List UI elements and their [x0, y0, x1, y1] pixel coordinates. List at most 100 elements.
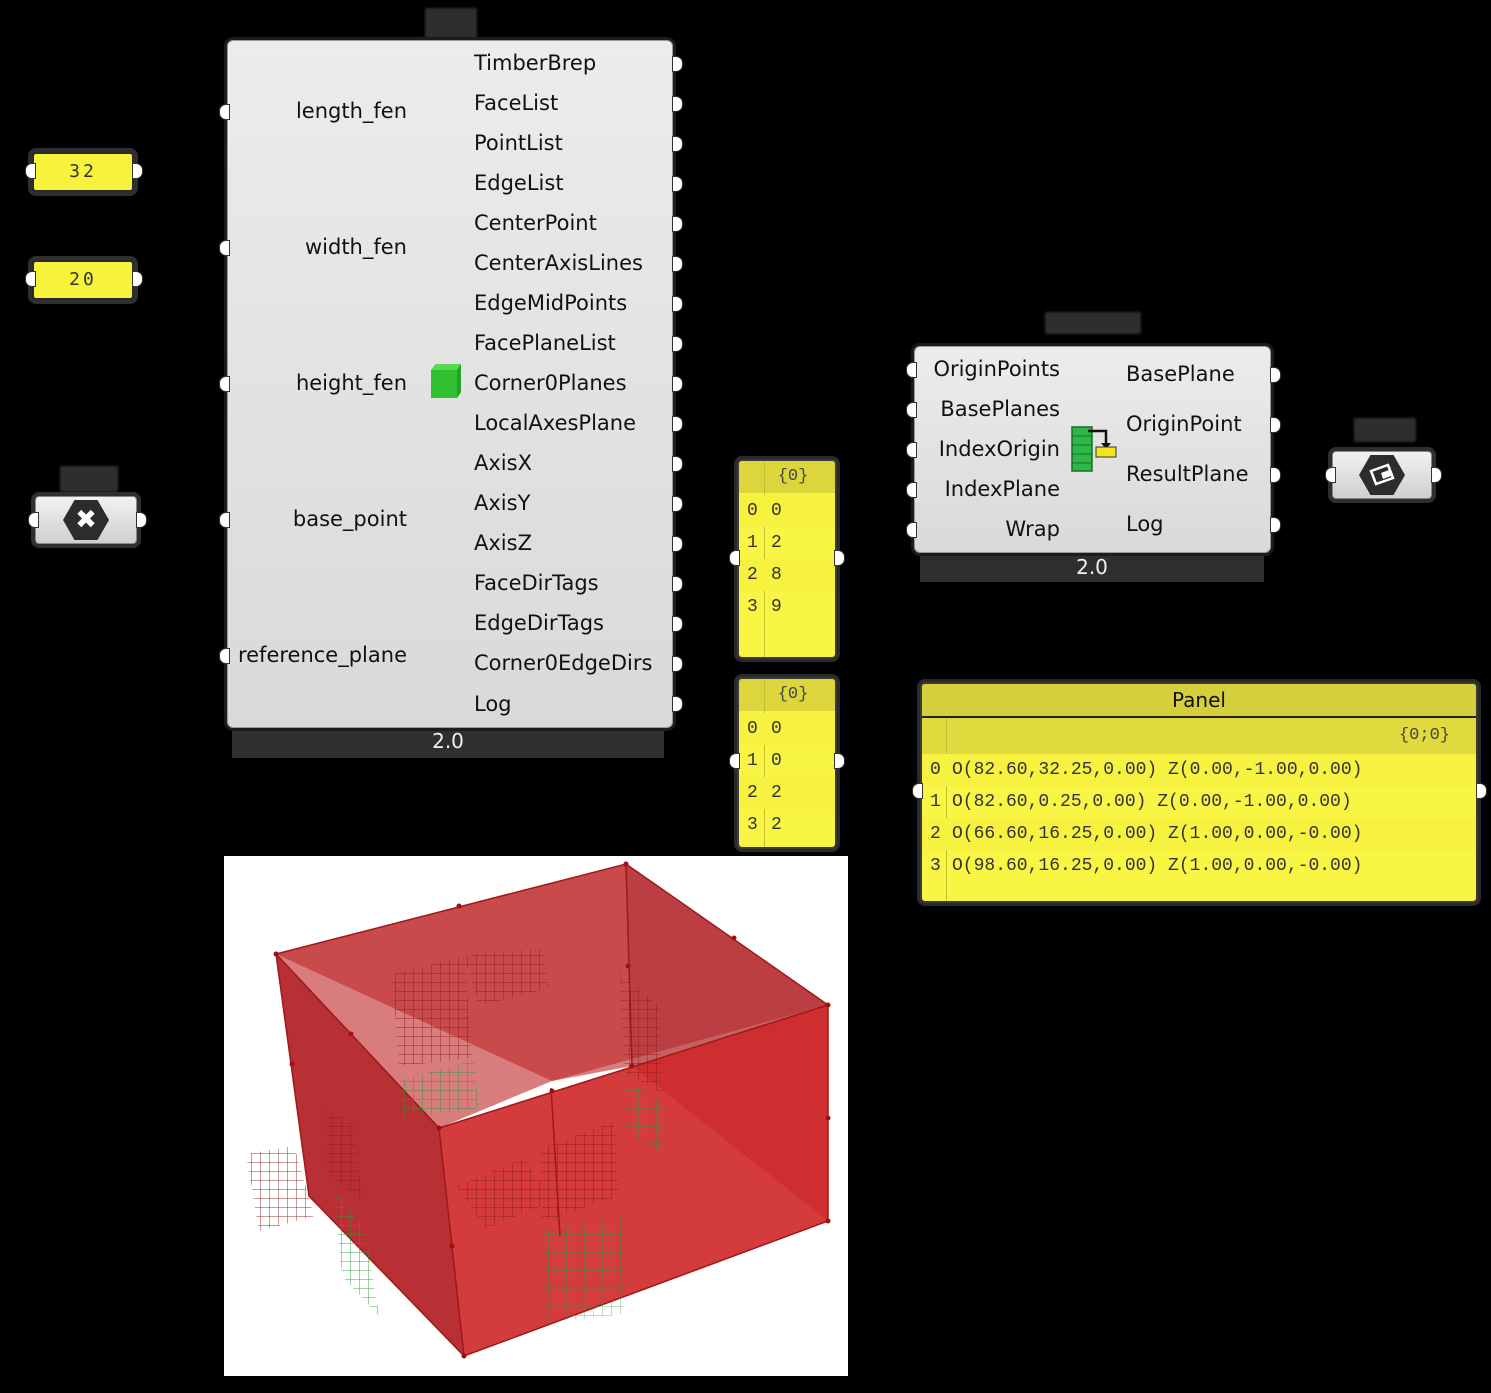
- slider-value: 32: [69, 161, 97, 182]
- input-base-planes[interactable]: BasePlanes: [940, 397, 1060, 421]
- output-grip[interactable]: [672, 176, 683, 192]
- output-grip[interactable]: [672, 496, 683, 512]
- input-index-plane[interactable]: IndexPlane: [944, 477, 1060, 501]
- input-grip[interactable]: [28, 512, 39, 528]
- output-point-list[interactable]: PointList: [474, 131, 563, 155]
- input-grip[interactable]: [219, 648, 230, 664]
- plane-param[interactable]: [1332, 451, 1432, 499]
- output-face-dir-tags[interactable]: FaceDirTags: [474, 571, 599, 595]
- timber-component[interactable]: length_fen width_fen height_fen base_poi…: [227, 40, 673, 728]
- output-grip[interactable]: [672, 336, 683, 352]
- output-grip[interactable]: [672, 56, 683, 72]
- output-local-axes-plane[interactable]: LocalAxesPlane: [474, 411, 637, 435]
- input-grip[interactable]: [1325, 467, 1336, 483]
- point-param[interactable]: ✖: [35, 496, 137, 544]
- output-result-plane[interactable]: ResultPlane: [1126, 462, 1249, 486]
- input-grip[interactable]: [219, 376, 230, 392]
- list-item-icon: [1070, 425, 1118, 473]
- output-axis-x[interactable]: AxisX: [474, 451, 532, 475]
- output-axis-z[interactable]: AxisZ: [474, 531, 532, 555]
- input-grip[interactable]: [219, 104, 230, 120]
- output-edge-dir-tags[interactable]: EdgeDirTags: [474, 611, 604, 635]
- output-grip[interactable]: [672, 296, 683, 312]
- input-index-origin[interactable]: IndexOrigin: [938, 437, 1060, 461]
- input-reference-plane[interactable]: reference_plane: [237, 643, 407, 667]
- component-nickname: [425, 8, 477, 38]
- output-grip[interactable]: [834, 753, 845, 769]
- output-corner0-edge-dirs[interactable]: Corner0EdgeDirs: [474, 651, 653, 675]
- input-grip[interactable]: [729, 550, 740, 566]
- input-grip[interactable]: [906, 442, 917, 458]
- output-grip[interactable]: [1431, 467, 1442, 483]
- output-edge-mid-points[interactable]: EdgeMidPoints: [474, 291, 628, 315]
- output-grip[interactable]: [672, 216, 683, 232]
- output-grip[interactable]: [672, 576, 683, 592]
- output-center-point[interactable]: CenterPoint: [474, 211, 597, 235]
- output-grip[interactable]: [672, 136, 683, 152]
- param-nickname: [60, 466, 118, 492]
- input-grip[interactable]: [906, 482, 917, 498]
- input-grip[interactable]: [219, 512, 230, 528]
- output-grip[interactable]: [1270, 367, 1281, 383]
- input-base-point[interactable]: base_point: [292, 507, 407, 531]
- width-number-slider[interactable]: 20: [32, 260, 134, 300]
- input-grip[interactable]: [729, 753, 740, 769]
- output-grip[interactable]: [672, 456, 683, 472]
- output-grip[interactable]: [1270, 417, 1281, 433]
- output-grip[interactable]: [672, 536, 683, 552]
- output-grip[interactable]: [136, 512, 147, 528]
- output-center-axis-lines[interactable]: CenterAxisLines: [474, 251, 643, 275]
- output-axis-y[interactable]: AxisY: [474, 491, 531, 515]
- output-log[interactable]: Log: [474, 692, 512, 716]
- output-grip[interactable]: [672, 616, 683, 632]
- hex-x-icon: ✖: [63, 500, 109, 540]
- output-log[interactable]: Log: [1126, 512, 1164, 536]
- input-grip[interactable]: [906, 522, 917, 538]
- output-grip[interactable]: [1476, 783, 1487, 799]
- length-number-slider[interactable]: 32: [32, 152, 134, 192]
- input-grip[interactable]: [906, 402, 917, 418]
- plane-hex-icon: [1359, 455, 1405, 495]
- output-base-plane[interactable]: BasePlane: [1126, 362, 1235, 386]
- plane-picker-component[interactable]: OriginPoints BasePlanes IndexOrigin Inde…: [914, 346, 1271, 553]
- output-grip[interactable]: [1270, 517, 1281, 533]
- output-grip[interactable]: [672, 656, 683, 672]
- input-grip[interactable]: [912, 783, 923, 799]
- output-grip[interactable]: [132, 163, 143, 179]
- output-grip[interactable]: [834, 550, 845, 566]
- output-grip[interactable]: [672, 376, 683, 392]
- output-face-plane-list[interactable]: FacePlaneList: [474, 331, 616, 355]
- output-grip[interactable]: [672, 696, 683, 712]
- output-face-list[interactable]: FaceList: [474, 91, 559, 115]
- component-version: 2.0: [232, 726, 664, 758]
- output-corner0-planes[interactable]: Corner0Planes: [474, 371, 627, 395]
- input-grip[interactable]: [25, 271, 36, 287]
- output-grip[interactable]: [672, 416, 683, 432]
- output-grip[interactable]: [672, 256, 683, 272]
- input-origin-points[interactable]: OriginPoints: [933, 357, 1060, 381]
- viewport-3d-preview[interactable]: [224, 856, 848, 1376]
- input-grip[interactable]: [906, 362, 917, 378]
- input-wrap[interactable]: Wrap: [1005, 517, 1060, 541]
- input-grip[interactable]: [25, 163, 36, 179]
- output-grip[interactable]: [132, 271, 143, 287]
- input-width-fen[interactable]: width_fen: [304, 235, 407, 259]
- output-grip[interactable]: [1270, 467, 1281, 483]
- output-origin-point[interactable]: OriginPoint: [1126, 412, 1242, 436]
- input-grip[interactable]: [219, 240, 230, 256]
- output-edge-list[interactable]: EdgeList: [474, 171, 564, 195]
- input-length-fen[interactable]: length_fen: [295, 99, 407, 123]
- output-timber-brep[interactable]: TimberBrep: [474, 51, 597, 75]
- input-height-fen[interactable]: height_fen: [295, 371, 407, 395]
- output-grip[interactable]: [672, 96, 683, 112]
